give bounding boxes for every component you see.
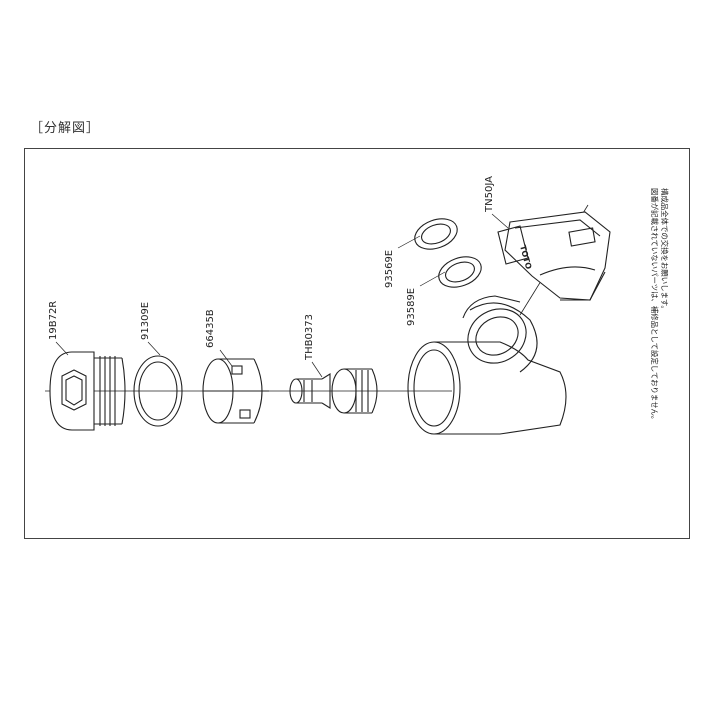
part-label-THB0373: THB0373	[304, 314, 315, 361]
clamp-part	[497, 211, 611, 301]
leader-TN50JA	[491, 213, 509, 229]
cap-nut-part	[49, 351, 126, 431]
part-label-TN50JA: TN50JA	[484, 176, 495, 213]
diagram-frame	[24, 148, 690, 539]
spindle-part	[289, 368, 378, 414]
leader-19B72R	[55, 341, 69, 356]
elbow-body-part	[407, 295, 567, 435]
part-label-93569E: 93569E	[384, 250, 395, 288]
part-label-93589E: 93589E	[406, 288, 417, 326]
leader-91309E	[147, 341, 161, 356]
sleeve-part	[202, 358, 269, 424]
part-label-91309E: 91309E	[140, 302, 151, 340]
leader-66435B	[219, 349, 233, 367]
leader-THB0373	[311, 361, 323, 378]
leader-93569E	[397, 235, 421, 249]
packing-ring-part	[133, 355, 183, 427]
note-line-2: 構成品全体での交換をお願いします。	[660, 188, 669, 313]
part-label-19B72R: 19B72R	[48, 301, 59, 340]
leader-93589E	[419, 271, 446, 287]
washer-small-part	[438, 256, 482, 288]
part-label-66435B: 66435B	[205, 309, 216, 348]
diagram-heading: ［分解図］	[30, 121, 101, 136]
note-line-1: 図番が記載されていないパーツは、補修品として設定しておりません。	[650, 188, 659, 423]
washer-large-part	[414, 218, 458, 250]
